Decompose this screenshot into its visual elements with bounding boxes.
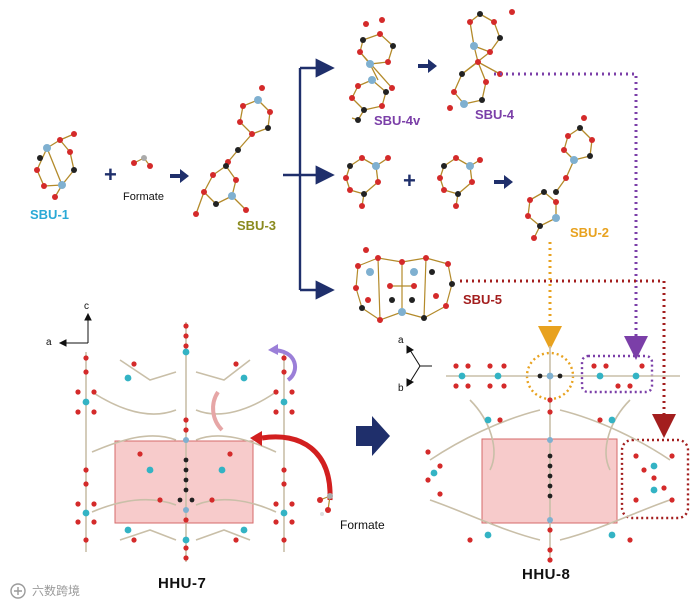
sbu4v-label: SBU-4v: [374, 113, 421, 128]
sbu4-label: SBU-4: [475, 107, 515, 122]
red-curved-arrow: [261, 434, 333, 501]
axis-label-a-left: a: [46, 337, 52, 348]
axis-label-b: b: [398, 383, 404, 394]
hhu8-label: HHU-8: [522, 566, 571, 583]
branch-bracket: [283, 58, 335, 300]
watermark-text: 六数跨境: [32, 584, 81, 598]
axis-label-a-right: a: [398, 335, 404, 346]
arrow-to-sbu3: [170, 169, 189, 183]
sbu-middle-cluster-right: [437, 155, 483, 209]
arrow-to-sbu2: [494, 175, 513, 189]
sbu2-molecule: [525, 115, 595, 241]
sbu1-label: SBU-1: [30, 207, 70, 222]
formate-label-bottom: Formate: [340, 518, 385, 532]
sbu2-label: SBU-2: [570, 225, 610, 240]
sbu1-molecule: [34, 131, 77, 200]
sbu4-molecule: [447, 9, 515, 111]
arrow-hhu7-to-hhu8: [356, 416, 390, 456]
arrow-to-sbu4: [418, 59, 437, 73]
plus-sign-2: +: [403, 168, 416, 193]
formate-molecule-bottom: [317, 493, 333, 516]
purple-dotted-connector: [494, 72, 648, 360]
watermark-logo: [10, 583, 26, 599]
hhu8-axes: [406, 345, 432, 387]
plus-sign-1: +: [104, 162, 117, 187]
axis-label-c: c: [84, 301, 89, 312]
hhu7-framework: [75, 322, 295, 562]
sbu3-label: SBU-3: [237, 218, 277, 233]
pink-curved-arrow: [211, 390, 224, 432]
sbu-middle-cluster-left: [343, 155, 391, 209]
sbu3-molecule: [193, 85, 273, 217]
formate-molecule-top: [131, 155, 153, 169]
hhu7-axes: [58, 312, 92, 347]
sbu4v-molecule: [349, 17, 396, 123]
sbu5-highlight-box: [620, 438, 690, 520]
red-dotted-connector: [460, 279, 676, 438]
sbu5-label: SBU-5: [463, 292, 503, 307]
hhu8-framework: [425, 346, 690, 563]
sbu5-molecule: [353, 247, 455, 323]
formate-label-top: Formate: [123, 191, 164, 203]
hhu7-label: HHU-7: [158, 575, 207, 592]
